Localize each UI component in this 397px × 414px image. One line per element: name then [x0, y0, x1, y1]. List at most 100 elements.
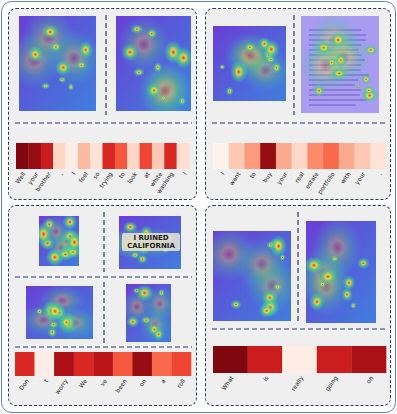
heat-spot: [158, 289, 165, 297]
token-label: your: [354, 171, 367, 186]
attention-bar: [15, 352, 191, 376]
heat-spot: [331, 256, 339, 262]
attention-cell: [276, 143, 292, 169]
token-label: so: [92, 171, 101, 180]
heat-spot: [146, 83, 162, 98]
heat-spot: [160, 95, 166, 101]
attention-cell: [127, 143, 140, 169]
heat-spot: [174, 47, 191, 70]
heat-spot: [335, 53, 347, 67]
panel: DontworryWevebeenonarollI RUINED CALIFOR…: [8, 205, 197, 406]
heat-glow: [47, 30, 96, 87]
attention-cell: [229, 143, 245, 169]
attention-cell: [177, 143, 190, 169]
heat-spot: [130, 24, 143, 34]
heat-spot: [258, 37, 271, 51]
attention-bar: [213, 143, 386, 169]
token-label: a: [159, 378, 166, 384]
token-label: going: [324, 375, 339, 392]
attention-cell: [244, 143, 260, 169]
attention-cell: [152, 352, 172, 376]
attention-cell: [140, 143, 153, 169]
attention-image: [306, 221, 376, 323]
attention-image: [39, 216, 79, 266]
token-label: to: [118, 171, 126, 179]
heat-spot: [319, 281, 327, 288]
token-label: t: [43, 378, 49, 383]
attention-cell: [54, 352, 74, 376]
attention-image: [213, 26, 286, 101]
heat-spot: [306, 257, 324, 274]
heat-spot: [55, 60, 71, 76]
token-label: buy: [262, 171, 273, 184]
heat-spot: [154, 62, 162, 73]
heat-spot: [313, 84, 325, 98]
attention-image: [301, 16, 379, 113]
dashed-divider: [15, 346, 192, 347]
heat-spot: [272, 62, 282, 74]
heat-spot: [244, 43, 257, 53]
heat-spot: [121, 43, 139, 61]
attention-cell: [292, 143, 308, 169]
heat-spot: [41, 25, 59, 40]
token-label: !: [182, 171, 188, 176]
attention-cell: [248, 346, 283, 373]
heat-spot: [265, 56, 276, 64]
attention-cell: [53, 143, 66, 169]
heat-spot: [62, 216, 77, 230]
attention-cell: [164, 143, 177, 169]
token-label: .: [377, 171, 383, 176]
heat-spot: [350, 302, 356, 309]
token-label: is: [262, 375, 270, 382]
sign-text: I RUINED CALIFORNIA: [122, 233, 180, 251]
attention-cell: [355, 143, 371, 169]
heat-spot: [79, 41, 94, 59]
attention-bar: [213, 346, 386, 373]
token-label: Well: [15, 171, 27, 185]
heat-spot: [331, 67, 348, 79]
attention-cell: [171, 352, 191, 376]
attention-cell: [323, 143, 339, 169]
token-label: worry: [54, 378, 69, 395]
attention-cell: [307, 143, 323, 169]
heat-spot: [39, 222, 53, 246]
dashed-divider: [297, 212, 298, 324]
attention-cell: [78, 143, 91, 169]
attention-cell: [103, 143, 116, 169]
token-label: We: [78, 378, 88, 389]
panel: Wellyourbrother,Ifeelsotryingtolookatwhi…: [8, 8, 197, 200]
document-line: [309, 100, 367, 101]
attention-cell: [339, 143, 355, 169]
token-label: really: [290, 375, 304, 392]
heat-spot: [364, 45, 378, 56]
token-label: with: [339, 171, 351, 185]
heat-spot: [357, 257, 370, 268]
attention-cell: [282, 346, 317, 373]
heat-spot: [50, 42, 63, 52]
attention-cell: [351, 346, 386, 373]
attention-cell: [35, 352, 55, 376]
attention-cell: [260, 143, 276, 169]
heat-spot: [226, 87, 234, 96]
token-label: your: [276, 171, 289, 186]
heat-spot: [68, 83, 74, 91]
attention-cell: [213, 346, 248, 373]
panel-illustration: [206, 9, 390, 199]
panel: Whatisreallygoingon: [205, 205, 391, 406]
heat-spot: [259, 304, 275, 318]
token-label: look: [127, 171, 139, 185]
token-label: on: [365, 375, 374, 385]
heat-spot: [58, 77, 67, 83]
attention-image: [213, 231, 291, 321]
attention-cell: [317, 346, 352, 373]
heat-spot: [270, 235, 287, 257]
dashed-divider: [103, 212, 104, 272]
attention-cell: [16, 143, 29, 169]
attention-cell: [90, 143, 103, 169]
dashed-divider: [293, 15, 294, 115]
dashed-divider: [212, 122, 386, 123]
heat-spot: [137, 254, 148, 263]
heat-spot: [273, 283, 283, 290]
dashed-divider: [15, 276, 192, 277]
